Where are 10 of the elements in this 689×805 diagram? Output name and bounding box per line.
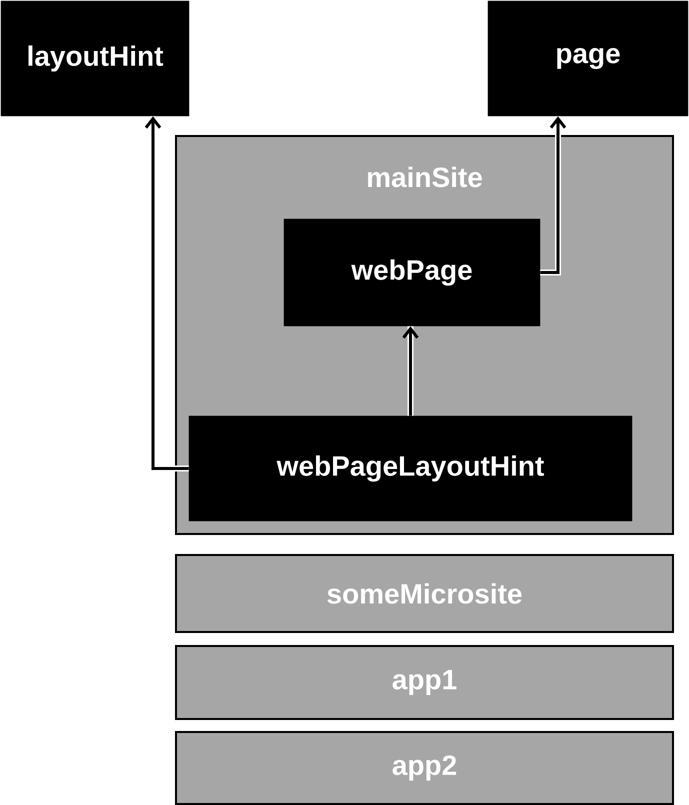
arrow — [402, 326, 419, 416]
process-box: page — [488, 0, 688, 116]
layer-box: app1 — [175, 645, 674, 720]
layer-box: someMicrosite — [175, 554, 674, 633]
arrow — [540, 116, 566, 276]
layer-box: app2 — [175, 731, 674, 805]
process-box: webPageLayoutHint — [188, 416, 632, 522]
process-box: layoutHint — [0, 0, 190, 116]
process-box: webPage — [284, 218, 540, 326]
arrow — [144, 116, 189, 472]
